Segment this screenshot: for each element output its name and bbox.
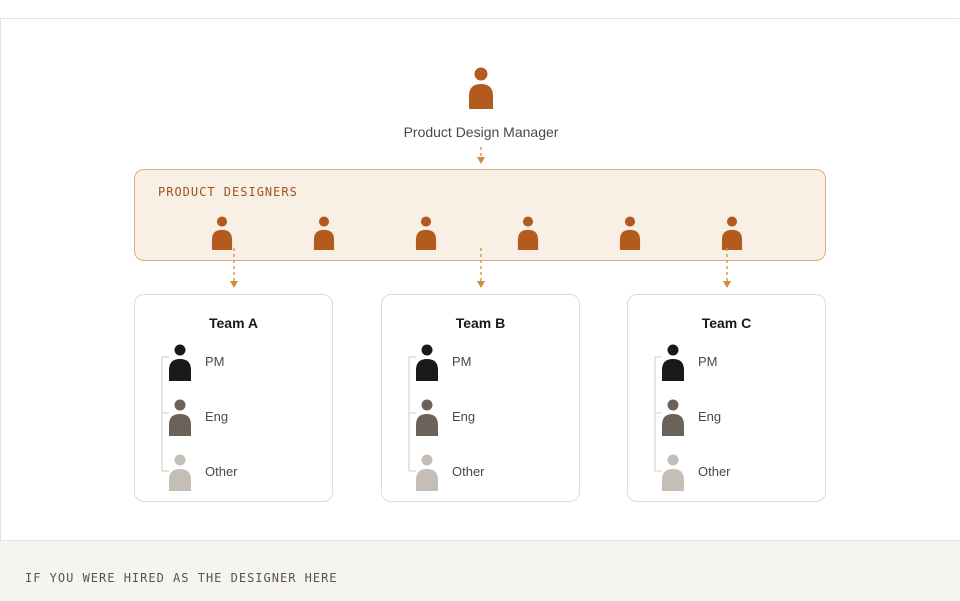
- member-person-icon: [662, 399, 684, 436]
- team-rail-connector: [654, 356, 662, 472]
- member-person-icon: [169, 344, 191, 381]
- footer-caption: IF YOU WERE HIRED AS THE DESIGNER HERE: [25, 571, 338, 585]
- manager-to-designers-connector: [477, 147, 485, 164]
- designers-to-team-a-connector: [230, 248, 238, 288]
- member-person-icon: [169, 399, 191, 436]
- member-person-icon: [416, 454, 438, 491]
- member-person-icon: [662, 454, 684, 491]
- member-person-icon: [416, 399, 438, 436]
- member-role-label: Eng: [205, 409, 229, 424]
- member-person-icon: [169, 454, 191, 491]
- product-designers-group: PRODUCT DESIGNERS: [134, 169, 826, 261]
- member-role-label: Eng: [698, 409, 722, 424]
- member-role-label: Other: [452, 464, 485, 479]
- designer-person-icon: [415, 216, 437, 250]
- manager-label: Product Design Manager: [403, 124, 559, 140]
- designer-person-icon: [211, 216, 233, 250]
- team-rail-connector: [161, 356, 169, 472]
- member-person-icon: [416, 344, 438, 381]
- team-title: Team C: [701, 315, 752, 331]
- designer-person-icon: [619, 216, 641, 250]
- designers-group-label: PRODUCT DESIGNERS: [158, 185, 298, 199]
- member-role-label: Eng: [452, 409, 476, 424]
- member-role-label: Other: [698, 464, 731, 479]
- designers-to-team-b-connector: [477, 248, 485, 288]
- designer-person-icon: [517, 216, 539, 250]
- designer-person-icon: [721, 216, 743, 250]
- footer-bar: IF YOU WERE HIRED AS THE DESIGNER HERE: [0, 540, 960, 601]
- designers-to-team-c-connector: [723, 248, 731, 288]
- manager-person-icon: [469, 67, 493, 109]
- member-role-label: PM: [698, 354, 718, 369]
- member-role-label: PM: [205, 354, 225, 369]
- member-role-label: Other: [205, 464, 238, 479]
- diagram-canvas: Product Design Manager PRODUCT DESIGNERS…: [0, 18, 959, 541]
- team-title: Team B: [455, 315, 506, 331]
- designer-person-icon: [313, 216, 335, 250]
- team-title: Team A: [208, 315, 258, 331]
- member-person-icon: [662, 344, 684, 381]
- team-rail-connector: [408, 356, 416, 472]
- member-role-label: PM: [452, 354, 472, 369]
